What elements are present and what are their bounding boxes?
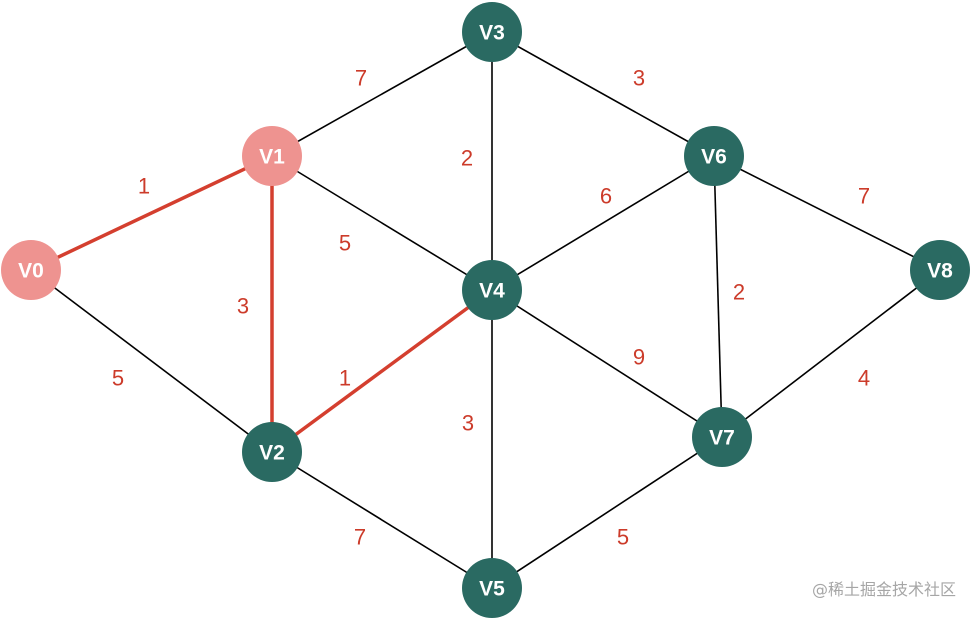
node-circle	[462, 558, 522, 618]
node-v2: V2	[242, 422, 302, 482]
edge-v1-v4	[271, 155, 493, 291]
edge-weight-v3-v4: 2	[461, 146, 473, 171]
node-label: V0	[18, 260, 44, 283]
edge-v0-v1	[29, 154, 274, 272]
edge-weight-v5-v7: 5	[617, 525, 629, 550]
node-label: V2	[259, 442, 285, 465]
edge-weight-v1-v3: 7	[355, 66, 367, 91]
node-v0: V0	[1, 240, 61, 300]
node-v3: V3	[462, 2, 522, 62]
edge-v7-v8	[721, 269, 941, 438]
edge-weight-v2-v4: 1	[339, 366, 351, 391]
node-label: V4	[479, 280, 505, 303]
node-label: V8	[927, 260, 953, 283]
edge-weight-v1-v2: 3	[237, 294, 249, 319]
edge-v3-v6	[491, 31, 715, 157]
node-v5: V5	[462, 558, 522, 618]
edge-weight-v1-v4: 5	[339, 231, 351, 256]
node-label: V7	[709, 427, 735, 450]
node-label: V6	[701, 146, 727, 169]
node-circle	[684, 126, 744, 186]
edge-weight-v6-v8: 7	[858, 184, 870, 209]
node-v4: V4	[462, 260, 522, 320]
edge-weights-layer: 1 5 3 7 5 1 7 2 3 3 6 9 5 2 7 4	[112, 66, 870, 550]
node-v6: V6	[684, 126, 744, 186]
node-v7: V7	[692, 407, 752, 467]
node-circle	[1, 240, 61, 300]
edge-weight-v0-v1: 1	[138, 174, 150, 199]
edge-v4-v6	[491, 155, 715, 291]
node-circle	[462, 2, 522, 62]
node-circle	[242, 422, 302, 482]
node-label: V3	[479, 22, 505, 45]
edge-v6-v8	[713, 155, 941, 271]
node-v1: V1	[242, 126, 302, 186]
edge-v2-v4	[270, 288, 494, 454]
node-circle	[910, 240, 970, 300]
edge-v0-v2	[30, 269, 273, 453]
edge-weight-v6-v7: 2	[733, 280, 745, 305]
edge-v1-v3	[271, 31, 493, 157]
edge-weight-v0-v2: 5	[112, 366, 124, 391]
edge-weight-v7-v8: 4	[858, 366, 870, 391]
watermark: @稀土掘金技术社区	[811, 580, 956, 599]
node-v8: V8	[910, 240, 970, 300]
edge-v6-v7	[713, 155, 723, 438]
edge-weight-v3-v6: 3	[633, 66, 645, 91]
node-label: V5	[479, 578, 505, 601]
node-circle	[692, 407, 752, 467]
edge-weight-v4-v7: 9	[633, 345, 645, 370]
node-circle	[462, 260, 522, 320]
node-label: V1	[259, 146, 285, 169]
edge-weight-v2-v5: 7	[354, 525, 366, 550]
edge-v2-v5	[271, 451, 493, 589]
edge-weight-v4-v6: 6	[600, 184, 612, 209]
edge-v4-v7	[491, 289, 723, 438]
edges-layer	[29, 31, 941, 589]
edge-weight-v4-v5: 3	[462, 411, 474, 436]
edge-v5-v7	[491, 436, 723, 589]
node-circle	[242, 126, 302, 186]
